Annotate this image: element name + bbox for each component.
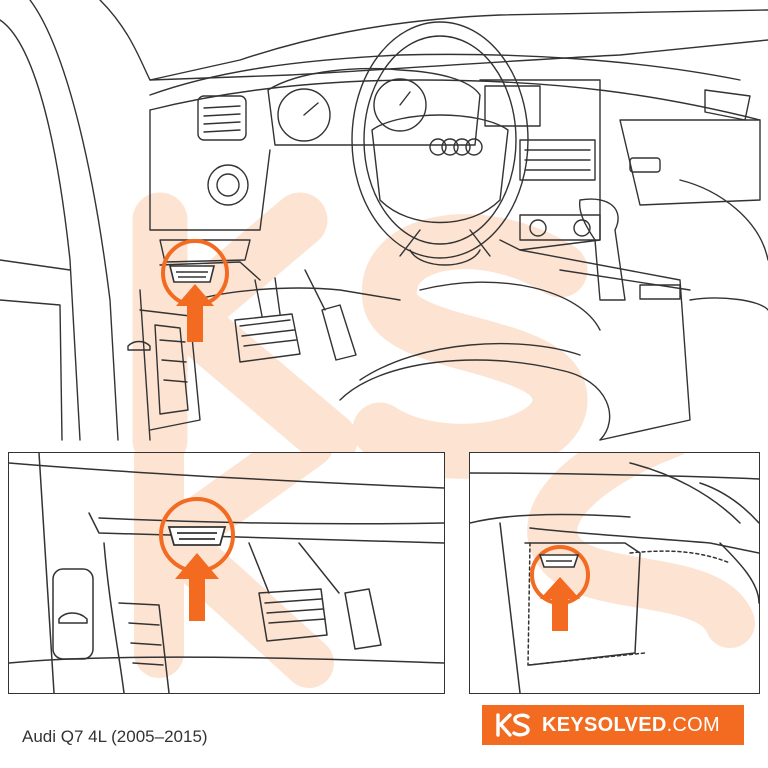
- obd-location-detail-right: [530, 545, 590, 631]
- arrow-up-icon: [175, 553, 219, 621]
- headlight-switch: [207, 164, 249, 206]
- obd-port-icon: [168, 265, 216, 283]
- detail-panel-left: [8, 452, 445, 694]
- hood-release-icon: [127, 340, 151, 351]
- accelerator-pedal-detail: [344, 588, 382, 650]
- brake-pedal-detail: [258, 588, 328, 642]
- hood-release-handle: [52, 568, 94, 660]
- center-console: [519, 249, 691, 441]
- gear-shifter: [578, 198, 626, 301]
- brake-pedal: [234, 313, 301, 363]
- door-frame: [0, 19, 81, 441]
- hood-release-icon: [58, 612, 88, 624]
- detail-right-drawing: [470, 453, 759, 693]
- audi-rings-icon: [429, 138, 483, 156]
- brand-name: KEYSOLVED: [542, 713, 667, 736]
- brand-text: KEYSOLVED.COM: [542, 714, 720, 737]
- keysolved-logo-icon: [494, 712, 532, 738]
- keysolved-badge: KEYSOLVED.COM: [482, 705, 744, 745]
- detail-left-drawing: [9, 453, 444, 693]
- arrow-up-icon: [176, 284, 214, 342]
- obd-location-main: [161, 239, 229, 342]
- left-air-vent: [197, 95, 247, 141]
- instrument-cluster: [267, 67, 481, 146]
- detail-panel-right: [469, 452, 760, 694]
- obd-location-detail-left: [159, 497, 235, 621]
- brand-suffix: .COM: [666, 713, 720, 736]
- accelerator-pedal: [321, 304, 357, 361]
- obd-port-icon: [538, 554, 580, 568]
- arrow-up-icon: [540, 577, 580, 631]
- vehicle-caption: Audi Q7 4L (2005–2015): [22, 727, 208, 746]
- dashboard-top: [149, 53, 741, 96]
- driver-seat: [339, 359, 611, 441]
- glovebox: [619, 119, 761, 206]
- obd-port-icon: [167, 526, 227, 546]
